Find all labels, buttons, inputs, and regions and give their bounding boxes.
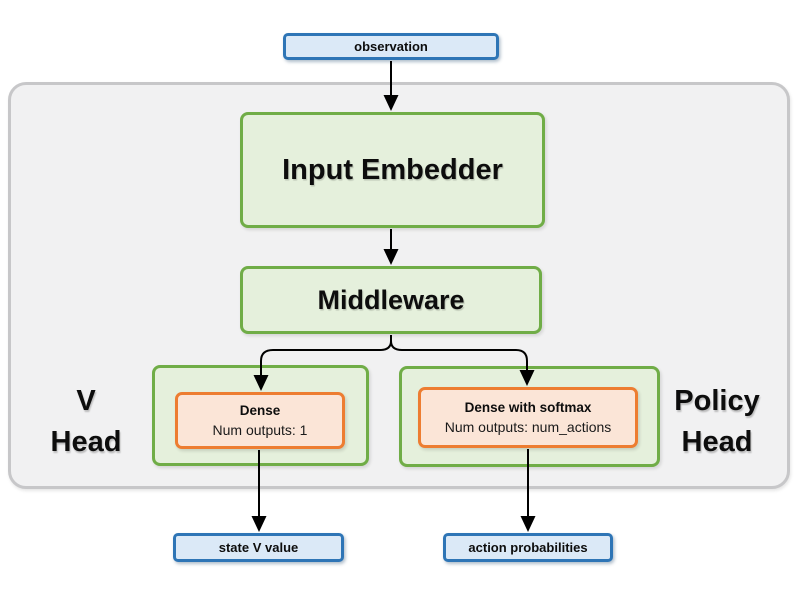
input-embedder-label: Input Embedder [282,153,503,186]
middleware-label: Middleware [317,284,465,315]
v-dense-subtitle: Num outputs: 1 [212,422,308,439]
v-dense-node: Dense Num outputs: 1 [175,392,345,449]
state-v-value-label: state V value [218,540,299,555]
state-v-value-node: state V value [173,533,344,562]
policy-dense-subtitle: Num outputs: num_actions [444,419,612,436]
action-probabilities-label: action probabilities [468,540,588,555]
policy-head-label: Policy Head [674,385,760,459]
v-head-label: V Head [50,385,122,459]
observation-node: observation [283,33,499,60]
policy-dense-node: Dense with softmax Num outputs: num_acti… [418,387,638,448]
middleware-node: Middleware [240,266,542,334]
policy-dense-title: Dense with softmax [464,399,592,415]
observation-label: observation [354,39,428,54]
input-embedder-node: Input Embedder [240,112,545,228]
v-dense-title: Dense [239,402,281,418]
action-probabilities-node: action probabilities [443,533,613,562]
